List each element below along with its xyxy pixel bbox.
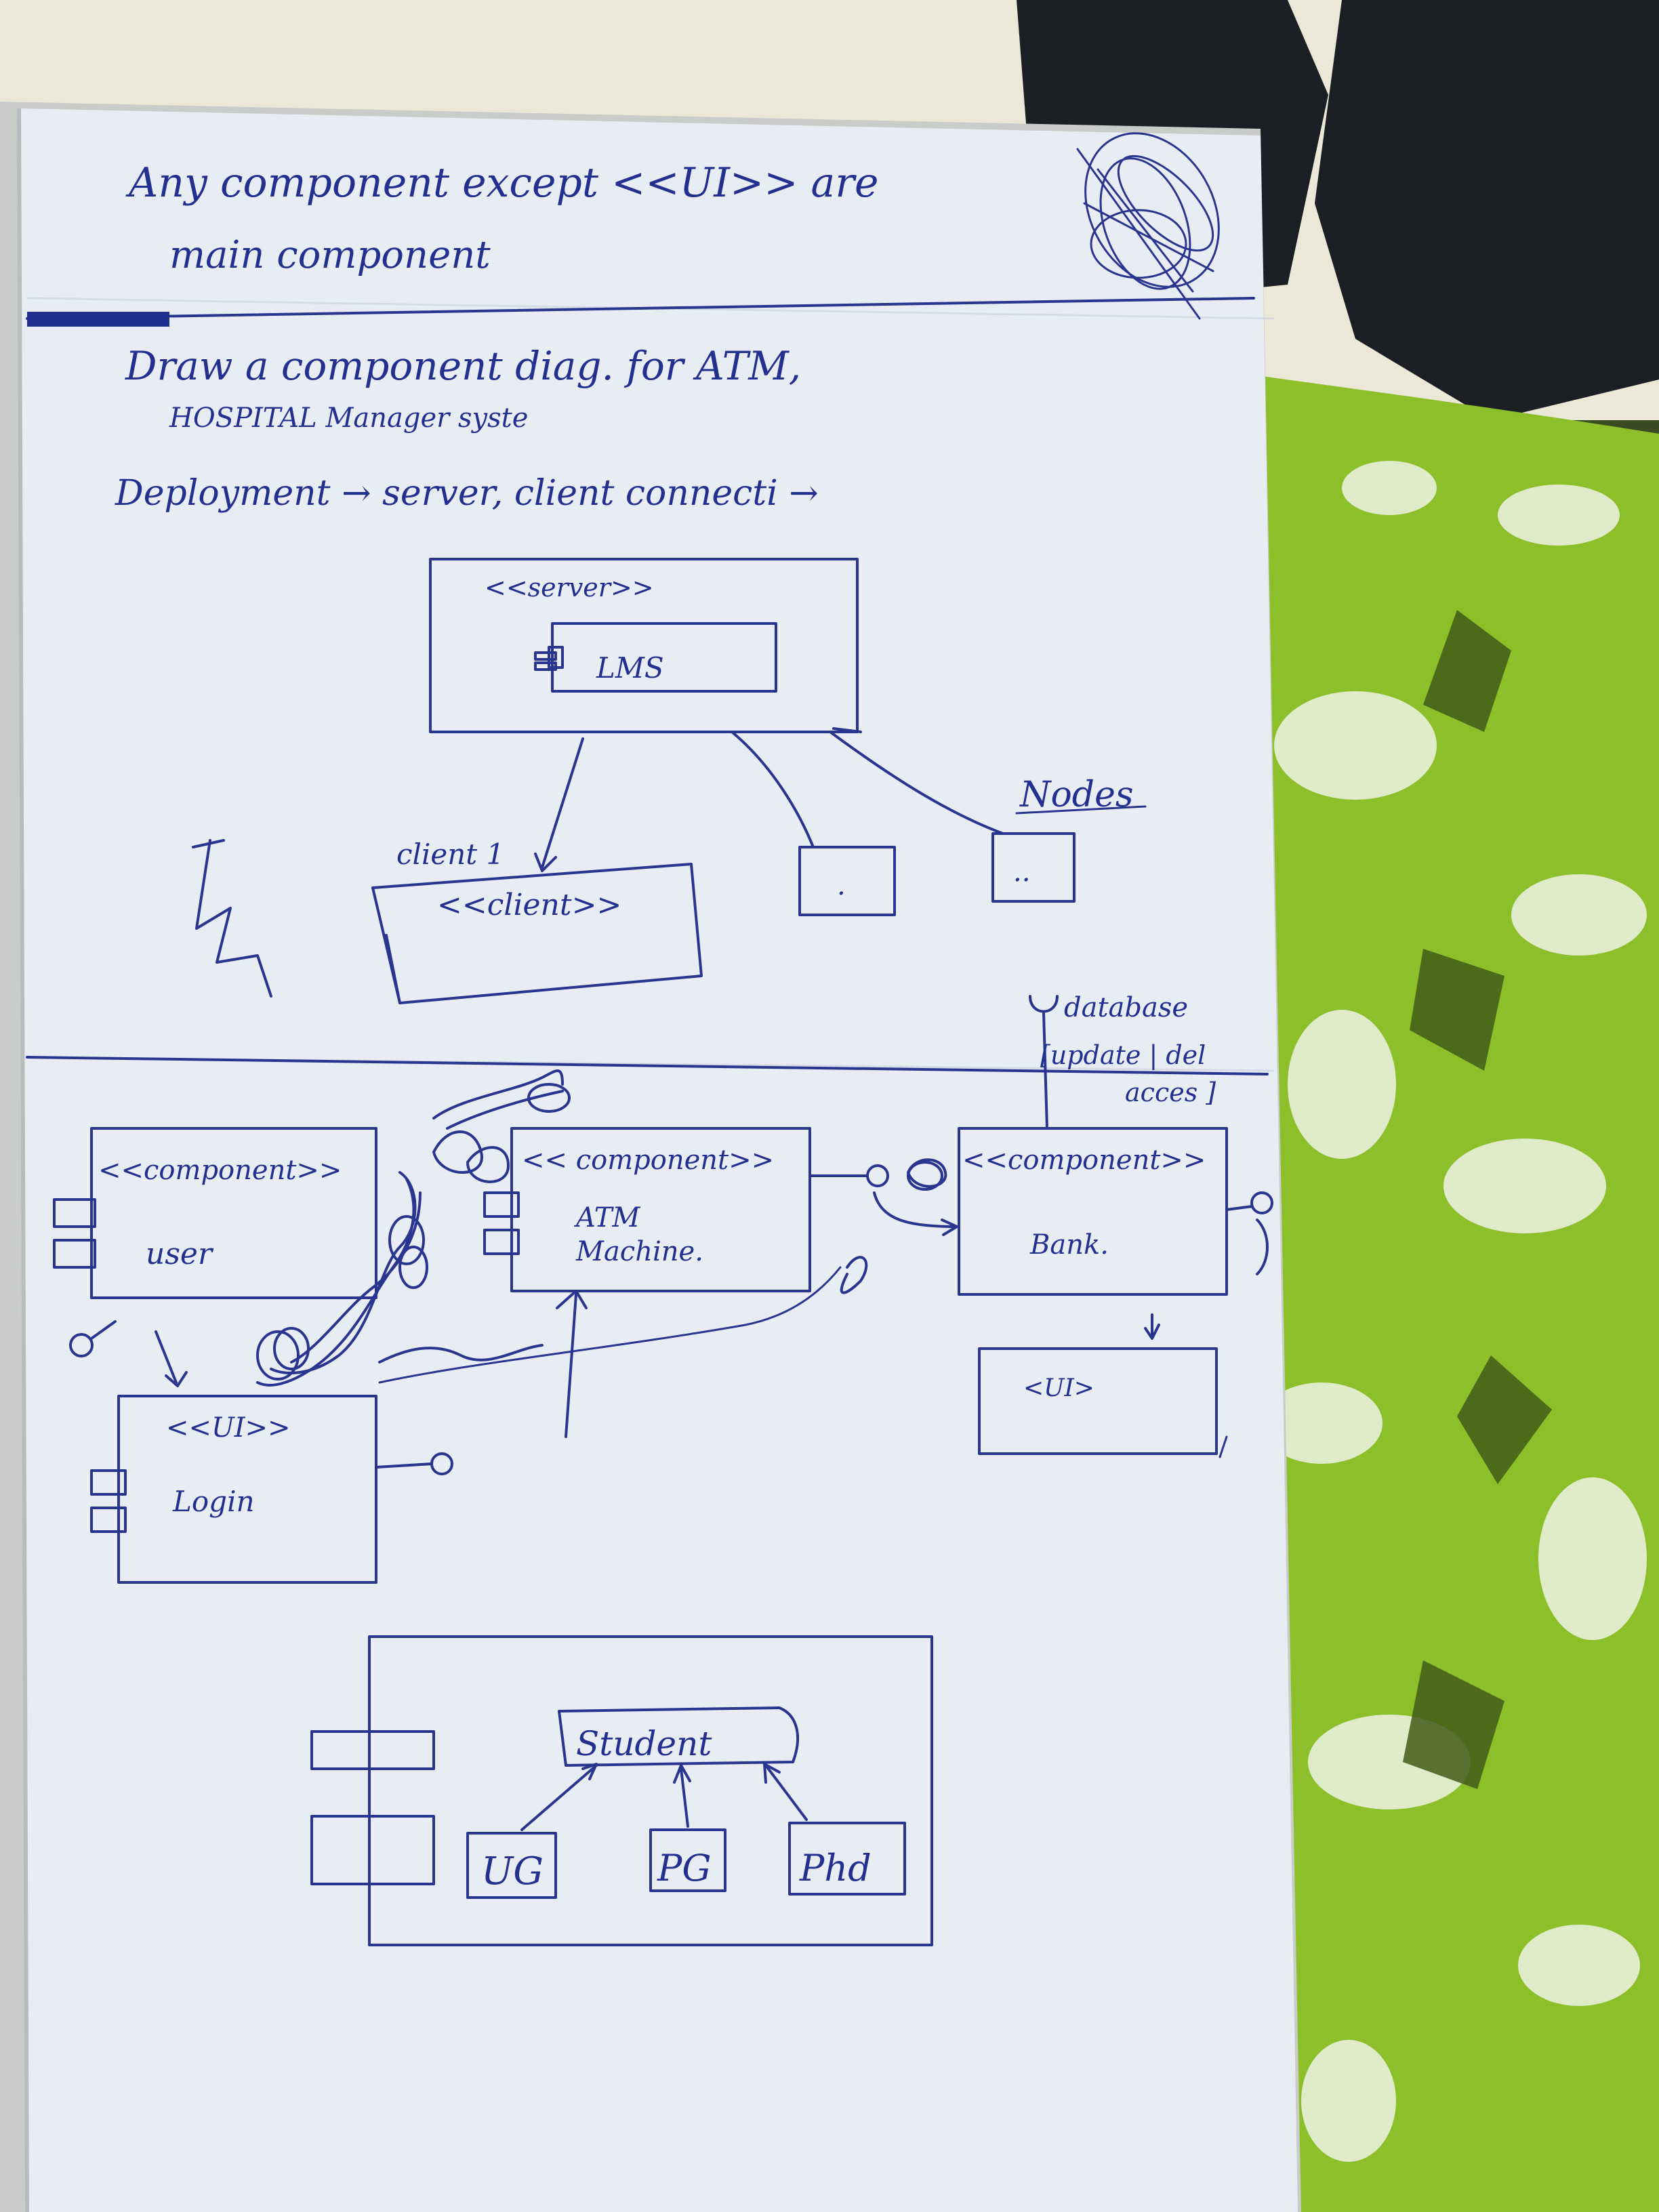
cloth-pattern [1261,461,1647,2162]
ug-label: UG [481,1849,544,1893]
note-line-4: HOSPITAL Manager syste [169,403,528,434]
user-to-login-arrow [155,1330,188,1387]
socket-icon [1029,995,1059,1130]
atm-stereotype: << component>> [522,1145,774,1176]
db-label-2: [update | del [1040,1040,1206,1070]
pg-label: PG [657,1847,711,1889]
small-node [798,846,896,916]
client-name: client 1 [396,838,504,871]
note-line-2: main component [169,233,491,277]
connector-to-node [731,731,815,848]
login-label: Login [172,1485,255,1518]
scribble-icon [1076,132,1220,320]
note-line-3: Draw a component diag. for ATM, [125,343,801,389]
highlight-mark [27,312,169,327]
atm-to-bank-arrow [873,1191,958,1236]
divider-line [26,1056,1269,1076]
lightning-doodle [192,839,272,998]
db-label-3: acces ] [1125,1078,1216,1107]
phd-label: Phd [799,1847,872,1889]
login-component [117,1395,377,1584]
inherit-arrow [673,1764,691,1828]
inherit-arrow [520,1763,598,1831]
component-icon [483,1191,520,1255]
user-component [90,1127,377,1299]
slipper-right [1315,0,1659,420]
lms-label: LMS [596,651,664,684]
lms-component [551,622,777,693]
divider-line [26,297,1255,320]
scribble-icon [256,1069,1269,1387]
component-icon [90,1469,127,1533]
client-stereotype: <<client>> [437,888,621,922]
note-line-1: Any component except <<UI>> are [125,159,879,207]
pg-class [649,1828,726,1892]
small-node [991,832,1076,903]
hospital-container [368,1635,933,1946]
connector-to-client [534,737,584,872]
user-stereotype: <<component>> [98,1155,342,1186]
server-node [429,558,859,733]
atm-label-1: ATM [573,1202,640,1233]
bank-label: Bank. [1029,1229,1109,1261]
notebook-page [20,108,1298,2212]
phd-class [788,1822,906,1896]
component-port [310,1815,435,1885]
student-label: Student [576,1724,712,1763]
component-icon [534,646,564,671]
atm-component [510,1127,811,1292]
interface-lollipop-icon [69,1164,1273,1475]
ui-box [978,1347,1218,1455]
connector-to-node [829,727,1004,835]
server-stereotype: <<server>> [485,573,654,602]
inherit-arrow [763,1763,808,1821]
bank-stereotype: <<component>> [962,1145,1206,1176]
component-icon [53,1198,96,1269]
login-to-atm-arrow [556,1290,588,1438]
component-port [310,1730,435,1770]
small-node-text-2: .. [1013,857,1030,888]
small-node-text-1: . [837,870,846,901]
bank-component [958,1127,1228,1296]
atm-label-2: Machine. [575,1236,703,1267]
db-label-1: database [1064,992,1188,1023]
ui-box-label: <UI> [1023,1374,1094,1402]
ug-class [466,1832,557,1899]
login-stereotype: <<UI>> [166,1412,291,1443]
user-label: user [146,1237,214,1271]
nodes-label: Nodes [1019,775,1134,815]
note-line-5: Deployment → server, client connecti → [115,473,819,514]
student-class [558,1706,799,1767]
